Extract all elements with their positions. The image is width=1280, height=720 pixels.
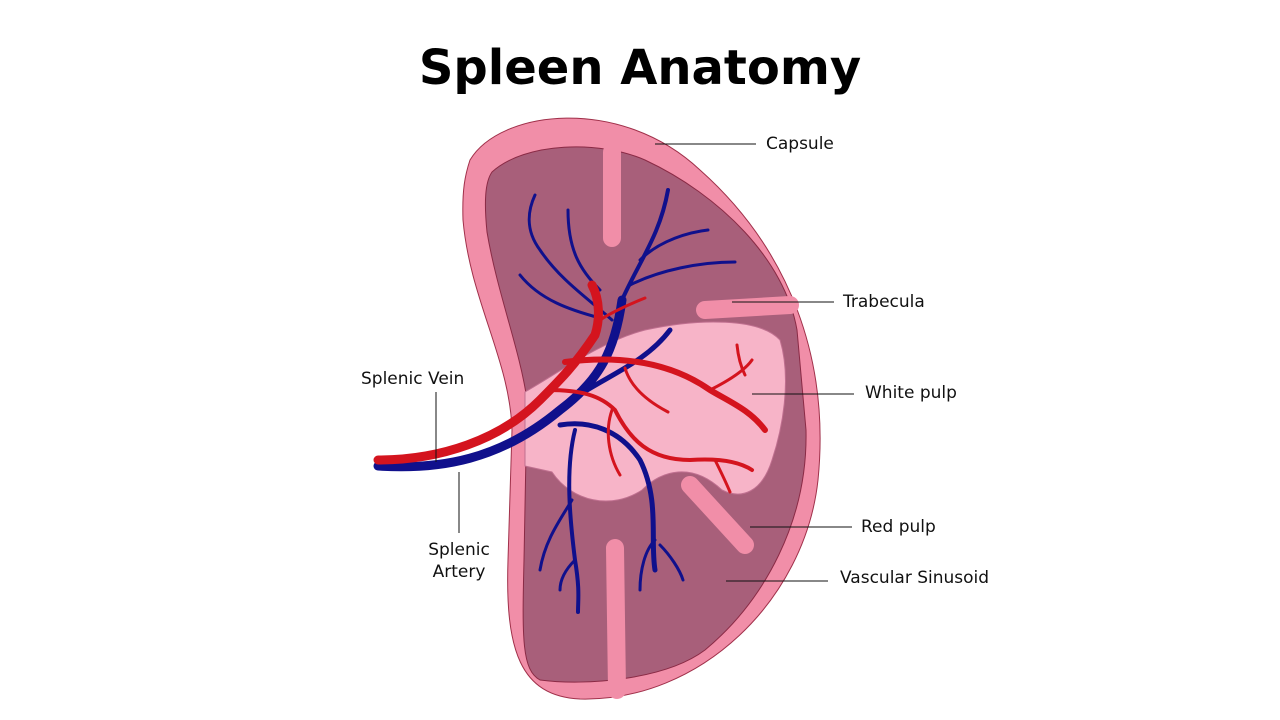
diagram-title: Spleen Anatomy xyxy=(418,40,862,96)
label-splenic-artery: Splenic Artery xyxy=(412,539,506,583)
label-splenic-artery-line1: Splenic xyxy=(428,540,490,560)
label-splenic-vein: Splenic Vein xyxy=(361,369,465,389)
label-capsule: Capsule xyxy=(766,134,834,154)
label-splenic-artery-line2: Artery xyxy=(432,562,486,582)
label-trabecula: Trabecula xyxy=(843,292,925,312)
trabeculae xyxy=(603,143,799,699)
label-red-pulp: Red pulp xyxy=(861,517,936,537)
leader-lines xyxy=(435,143,854,582)
label-vascular-sinusoid: Vascular Sinusoid xyxy=(840,568,990,588)
label-white-pulp: White pulp xyxy=(865,383,957,403)
artery-vessels xyxy=(373,280,768,494)
vein-vessels xyxy=(373,188,737,614)
white-pulp-shape xyxy=(524,321,786,502)
